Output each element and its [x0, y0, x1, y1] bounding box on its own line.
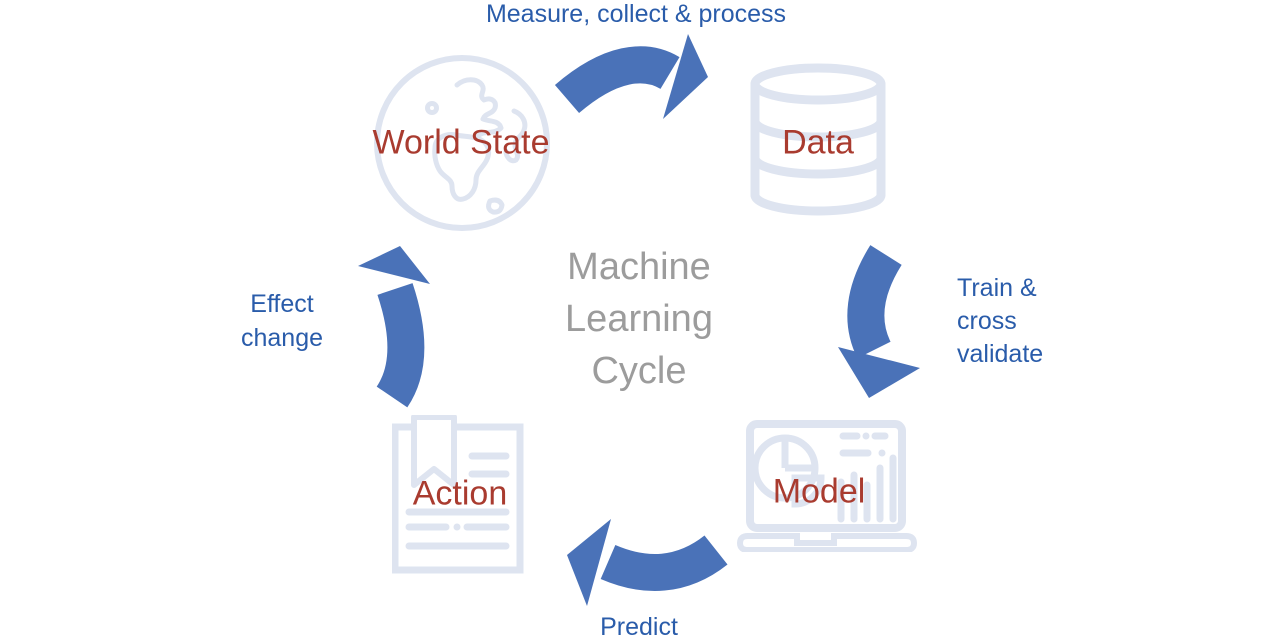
database-cylinder — [750, 63, 886, 216]
arrow-effect-change — [358, 246, 430, 408]
center-title: Machine Learning Cycle — [565, 241, 713, 397]
edge-label-predict: Predict — [600, 613, 678, 640]
bookmark-ribbon — [411, 415, 457, 488]
node-label-action: Action — [412, 474, 508, 513]
center-title-line: Machine — [567, 246, 711, 288]
center-title-line: Learning — [565, 298, 713, 340]
globe-outline — [374, 55, 550, 231]
edge-label-train: Train & cross validate — [957, 274, 1044, 368]
arrow-train-cross-validate — [838, 245, 920, 398]
node-label-data: Data — [782, 123, 854, 162]
edge-label-measure: Measure, collect & process — [485, 0, 787, 28]
laptop-analytics-icon — [737, 420, 917, 552]
database-icon — [750, 63, 886, 216]
globe-continents — [425, 77, 528, 215]
text-marks — [839, 432, 889, 457]
arrow-measure-collect-process — [554, 34, 708, 119]
pie-chart — [751, 434, 825, 508]
edge-label-effect: Effect change — [240, 290, 324, 352]
node-label-model: Model — [772, 472, 866, 511]
document-page — [392, 423, 524, 574]
document-dot — [453, 523, 461, 531]
document-icon — [392, 415, 524, 574]
node-label-world-state: World State — [372, 123, 550, 162]
arrow-predict — [567, 519, 728, 606]
laptop-screen — [746, 420, 906, 532]
bar-chart — [837, 454, 897, 523]
pie-slice — [791, 474, 825, 508]
laptop-base — [737, 533, 917, 552]
globe-icon — [374, 55, 550, 231]
document-text-lines — [405, 452, 510, 550]
center-title-line: Cycle — [591, 350, 687, 392]
